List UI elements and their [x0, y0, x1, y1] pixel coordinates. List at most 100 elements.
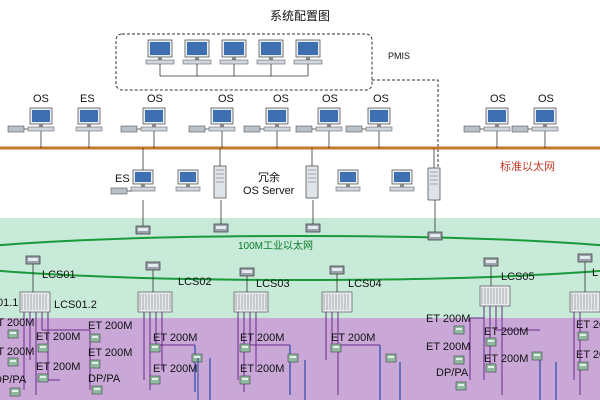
- et-label-strip: [40, 346, 46, 348]
- keyboard: [531, 126, 559, 132]
- es-label-2: ES: [115, 173, 130, 185]
- industrial-ethernet-label: 100M工业以太网: [238, 241, 314, 252]
- monitor-stand: [87, 124, 91, 127]
- server-icon: [427, 167, 441, 201]
- et200m-label: ET 200M: [0, 346, 35, 358]
- monitor-stand: [195, 57, 199, 60]
- workstation-icon: [315, 107, 343, 132]
- switch-ports: [308, 226, 318, 229]
- et-label-strip: [94, 388, 100, 390]
- dppa-label: DP/PA: [0, 374, 27, 386]
- et200m-icon: [37, 343, 49, 353]
- pmis-workstation-icon: [219, 39, 249, 65]
- et200m-icon: [89, 333, 101, 343]
- ring-switch-icon: [305, 223, 321, 233]
- et200m-label: ET 200M: [153, 363, 198, 375]
- et-label-strip: [242, 378, 248, 380]
- monitor-stand: [220, 124, 224, 127]
- keyboard: [483, 126, 511, 132]
- lcs02-label: LCS02: [178, 276, 212, 288]
- switch-ports: [332, 268, 342, 271]
- et-label-strip: [458, 384, 464, 386]
- pmis-workstation-icon: [256, 39, 286, 65]
- pmis-workstations: [145, 39, 323, 77]
- lcs-rack-icon: [137, 291, 173, 313]
- monitor-screen: [268, 110, 286, 122]
- keyboard: [389, 186, 415, 192]
- cpu-box: [345, 125, 363, 133]
- lcs-switch-icon: [145, 261, 161, 271]
- et200m-icon: [577, 361, 589, 371]
- lcs-rack-icon: [233, 291, 269, 313]
- monitor-screen: [80, 110, 98, 122]
- keyboard: [256, 59, 286, 65]
- monitor-screen: [261, 42, 281, 55]
- monitor-stand: [232, 57, 236, 60]
- et-label-strip: [534, 354, 540, 356]
- os-label-3: OS: [218, 93, 234, 105]
- lcs-rack-icon: [321, 291, 353, 313]
- lcs-rack-icon: [569, 291, 600, 313]
- keyboard: [75, 126, 103, 132]
- redundant-label: 冗余: [258, 172, 280, 184]
- switch-ports: [138, 228, 148, 231]
- cpu-box: [188, 125, 206, 133]
- os-label-6: OS: [373, 93, 389, 105]
- workstation-icon: [27, 107, 55, 132]
- et200m-label: ET 200M: [0, 317, 35, 329]
- et200m-icon: [239, 375, 251, 385]
- switch-ports: [216, 226, 226, 229]
- et200m-label: ET 200M: [36, 361, 81, 373]
- keyboard: [145, 59, 175, 65]
- rack-body: [479, 285, 511, 307]
- et200m-icon: [149, 343, 161, 353]
- et200m-icon: [149, 375, 161, 385]
- os-workstation-icon: [295, 107, 343, 133]
- pmis-workstation-icon: [182, 39, 212, 65]
- switch-ports: [580, 256, 590, 259]
- et200m-icon: [89, 359, 101, 369]
- workstation-icon: [531, 107, 559, 132]
- et-label-strip: [290, 356, 296, 358]
- et-label-strip: [12, 390, 18, 392]
- pmis-label: PMIS: [388, 51, 411, 61]
- keyboard: [27, 126, 55, 132]
- et-label-strip: [194, 356, 200, 358]
- et-label-strip: [456, 358, 462, 360]
- monitor-stand: [495, 124, 499, 127]
- workstation-icon: [140, 107, 168, 132]
- monitor-screen: [180, 172, 196, 182]
- et200m-icon: [485, 363, 497, 373]
- keyboard: [130, 186, 156, 192]
- switch-ports: [28, 258, 38, 261]
- keyboard: [182, 59, 212, 65]
- keyboard: [365, 126, 393, 132]
- cpu-box: [243, 125, 261, 133]
- keyboard: [335, 186, 361, 192]
- monitor-screen: [488, 110, 506, 122]
- et200m-label: ET 200M: [576, 349, 600, 361]
- et-label-strip: [456, 328, 462, 330]
- os-workstations: [7, 107, 559, 148]
- monitor-screen: [340, 172, 356, 182]
- monitor-screen: [298, 42, 318, 55]
- monitor-screen: [224, 42, 244, 55]
- monitor-stand: [158, 57, 162, 60]
- et200m-label: ET 200M: [240, 332, 285, 344]
- et-label-strip: [388, 356, 394, 358]
- lcs01-label: LCS01: [42, 269, 76, 281]
- os-label-4: OS: [273, 93, 289, 105]
- workstation-icon: [365, 107, 393, 132]
- monitor-stand: [39, 124, 43, 127]
- et-label-strip: [40, 376, 46, 378]
- switch-ports: [242, 270, 252, 273]
- monitor-stand: [400, 184, 404, 187]
- cpu-box: [463, 125, 481, 133]
- et200m-icon: [453, 355, 465, 365]
- lcs05-label: LCS05: [501, 271, 535, 283]
- pmis-box: [115, 33, 373, 91]
- dppa-icon: [9, 387, 21, 397]
- os-workstation-icon: [243, 107, 291, 133]
- os-workstation-icon: [511, 107, 559, 133]
- os-workstation-icon: [345, 107, 393, 133]
